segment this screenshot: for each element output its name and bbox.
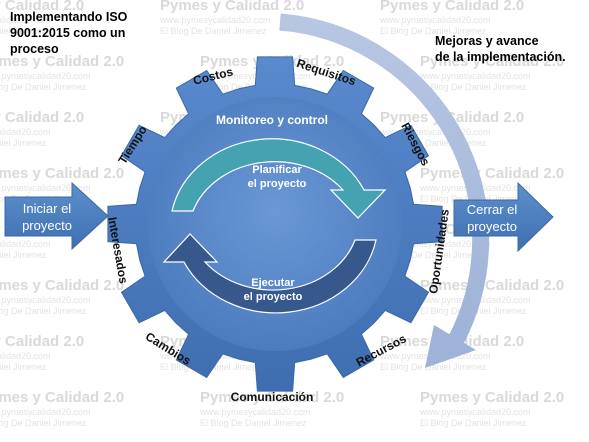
diagram-title-line1: Implementando ISO [10,10,128,24]
watermark-text: Pymes y Calidad 2.0 [420,53,564,70]
watermark-text: El Blog De Daniel Jimenez [0,26,47,36]
watermark-text: Pymes y Calidad 2.0 [380,0,524,14]
watermark-text: www.pymesycalidad20.com [379,239,491,249]
watermark-text: El Blog De Daniel Jimenez [380,138,487,148]
watermark-text: El Blog De Daniel Jimenez [0,306,87,316]
watermark-text: Pymes y Calidad 2.0 [0,333,84,350]
watermark-text: El Blog De Daniel Jimenez [380,26,487,36]
watermark-text: El Blog De Daniel Jimenez [420,418,527,428]
watermark-text: El Blog De Daniel Jimenez [380,250,487,260]
watermark-text: Pymes y Calidad 2.0 [0,53,124,70]
watermark-text: El Blog De Daniel Jimenez [0,138,47,148]
watermark-text: El Blog De Daniel Jimenez [160,26,267,36]
execute-arc [162,233,377,314]
start-arrow-line2: proyecto [22,218,72,233]
improvement-arc-arrowhead [425,325,476,368]
watermark-text: Pymes y Calidad 2.0 [0,165,124,182]
watermark-text: El Blog De Daniel Jimenez [200,418,307,428]
diagram-title-line2: 9001:2015 como un [10,26,125,40]
improvement-arc [279,13,490,344]
watermark-text: www.pymesycalidad20.com [199,407,311,417]
watermark-text: www.pymesycalidad20.com [0,295,91,305]
watermark-text: Pymes y Calidad 2.0 [200,389,344,406]
watermark-text: El Blog De Daniel Jimenez [0,418,87,428]
improvement-note-line1: Mejoras y avance [435,34,539,48]
watermark-text: Pymes y Calidad 2.0 [0,0,84,14]
watermark-text: www.pymesycalidad20.com [0,127,51,137]
close-arrow-line2: proyecto [467,219,517,234]
start-arrow-line1: Iniciar el [23,201,72,216]
watermark-text: www.pymesycalidad20.com [0,239,51,249]
watermark-text: www.pymesycalidad20.com [419,71,531,81]
watermark-text: Pymes y Calidad 2.0 [420,165,564,182]
watermark-text: Pymes y Calidad 2.0 [420,277,564,294]
watermark-text: El Blog De Daniel Jimenez [380,362,487,372]
watermark-text: Pymes y Calidad 2.0 [420,389,564,406]
execute-label-line1: Ejecutar [251,277,295,289]
watermark-text: www.pymesycalidad20.com [379,15,491,25]
watermark-text: El Blog De Daniel Jimenez [0,362,47,372]
plan-label-line1: Planificar [252,164,302,176]
watermark-text: www.pymesycalidad20.com [159,15,271,25]
watermark-text: www.pymesycalidad20.com [199,71,311,81]
watermark-text: El Blog De Daniel Jimenez [0,250,47,260]
watermark-text: Pymes y Calidad 2.0 [0,389,124,406]
watermark-text: El Blog De Daniel Jimenez [0,82,87,92]
watermark-text: www.pymesycalidad20.com [0,351,51,361]
watermark-text: www.pymesycalidad20.com [419,407,531,417]
diagram-title-line3: proceso [10,42,59,56]
monitoring-label: Monitoreo y control [216,113,328,127]
start-arrow [4,181,109,251]
watermark-text: Pymes y Calidad 2.0 [0,109,84,126]
watermark-text: www.pymesycalidad20.com [0,407,91,417]
execute-label-line2: el proyecto [244,291,303,303]
watermark-text: El Blog De Daniel Jimenez [420,82,527,92]
close-arrow-line1: Cerrar el [467,202,518,217]
watermark-text: www.pymesycalidad20.com [0,183,91,193]
improvement-note-line2: de la implementación. [435,50,566,64]
plan-label-line2: el proyecto [248,178,307,190]
watermark-text: Pymes y Calidad 2.0 [0,277,124,294]
label-comunicacion: Comunicación [231,390,314,404]
watermark-text: www.pymesycalidad20.com [0,15,51,25]
watermark-text: Pymes y Calidad 2.0 [160,0,304,14]
plan-arc [171,138,387,219]
watermark-text: www.pymesycalidad20.com [379,127,491,137]
watermark-text: www.pymesycalidad20.com [0,71,91,81]
close-arrow [453,181,554,253]
